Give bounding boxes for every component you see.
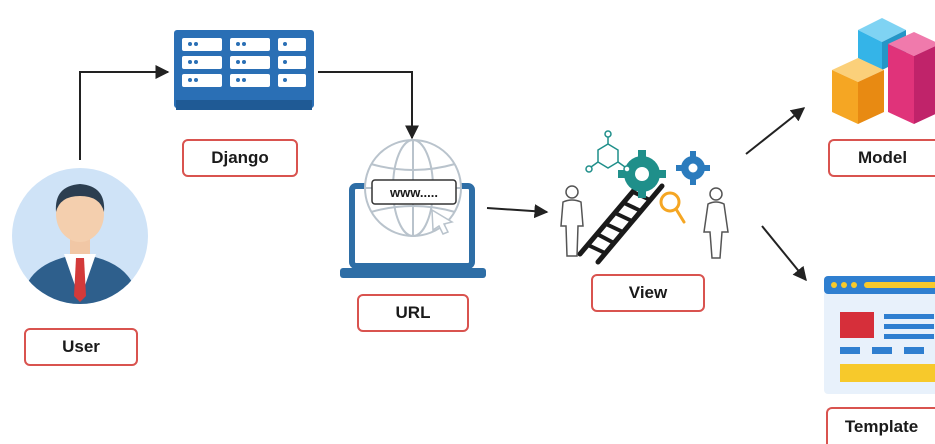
template-label: Template [826,407,935,444]
server-rack-icon [174,30,314,110]
user-avatar-icon [12,168,148,304]
cubes-icon [832,18,935,124]
arrow-user-to-django [79,65,170,160]
url-label: URL [357,294,469,332]
model-label: Model [828,139,935,177]
url-bar-text: www..... [389,185,438,200]
arrow-django-to-url [318,71,419,140]
webpage-template-icon [824,276,935,394]
view-label: View [591,274,705,312]
user-label: User [24,328,138,366]
laptop-globe-icon: www..... [340,139,486,278]
arrow-view-to-template [761,225,807,282]
arrow-url-to-view [486,204,549,219]
django-label: Django [182,139,298,177]
arrow-view-to-model [745,107,806,155]
ladder-gears-icon [560,130,729,265]
